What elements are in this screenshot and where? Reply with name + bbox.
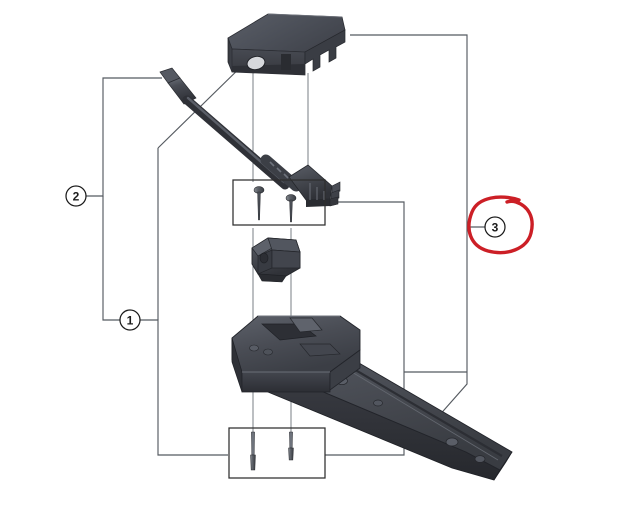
cable-right-connector-pins (329, 181, 341, 207)
screw-shank (257, 191, 261, 221)
mount-screw-posts (249, 344, 273, 356)
callout-3-circle[interactable] (484, 216, 506, 238)
upper-screw-a (253, 186, 265, 221)
lower-screw-box-outline (228, 427, 326, 479)
part-lower-bolt-set-box (228, 427, 326, 479)
cover-slot-recess (281, 54, 291, 70)
bolt-shank-upper (289, 431, 293, 449)
lower-bolt-b (288, 431, 294, 461)
part-battery-mount-bracket-rail (231, 315, 513, 481)
callout-2[interactable]: 2 (65, 185, 87, 207)
rail-end-cap (493, 451, 513, 481)
callout-2-label: 2 (73, 190, 80, 204)
upper-screw-box-outline (232, 179, 326, 226)
leader-cover-to-right-bus (350, 34, 468, 227)
leader-callout2-lower-leg (102, 196, 120, 321)
connector-socket-opening (259, 252, 269, 264)
callout-1-circle[interactable] (119, 309, 141, 331)
screw-shank (289, 199, 293, 223)
upper-screw-b (285, 194, 297, 223)
callout-3[interactable]: 3 (484, 216, 506, 238)
cable-right-connector-base (306, 199, 330, 207)
connector-block-right (271, 249, 301, 269)
leader-cable-to-callout2 (66, 77, 162, 197)
callout-1[interactable]: 1 (119, 309, 141, 331)
bolt-head (250, 454, 256, 471)
mount-upper-tab (289, 317, 323, 333)
bolt-head (288, 447, 294, 461)
lower-bolt-a (250, 431, 256, 471)
cable-cord (182, 95, 290, 190)
hand-drawn-red-circle-annotation (467, 195, 534, 255)
part-battery-mount-cover (227, 13, 346, 76)
part-cable-connector-block (251, 237, 301, 283)
cover-top-highlight (267, 13, 343, 18)
cable-connector-rib-lines (309, 183, 325, 200)
connector-block-foot (257, 273, 287, 283)
mount-body-front (241, 371, 331, 393)
cable-strain-relief (260, 154, 302, 192)
mount-body-right-face (329, 349, 361, 391)
cover-notched-tab-row (304, 29, 346, 72)
leader-callout1-to-screwbox (140, 319, 228, 456)
mount-rail-shoulder (299, 343, 341, 357)
part-upper-screw-set-box (232, 179, 326, 226)
cover-mounting-hole (246, 55, 266, 71)
leader-right-bus-lower (436, 227, 468, 419)
bolt-shank-upper (251, 431, 255, 456)
callout-3-label: 3 (492, 221, 499, 235)
leader-cover-diagonal-left (157, 57, 251, 149)
callout-2-circle[interactable] (65, 185, 87, 207)
part-power-cable-assembly (159, 67, 341, 207)
callout-1-label: 1 (127, 314, 134, 328)
leader-upper-screwbox-right (325, 201, 405, 372)
cable-right-connector-body (288, 164, 333, 201)
